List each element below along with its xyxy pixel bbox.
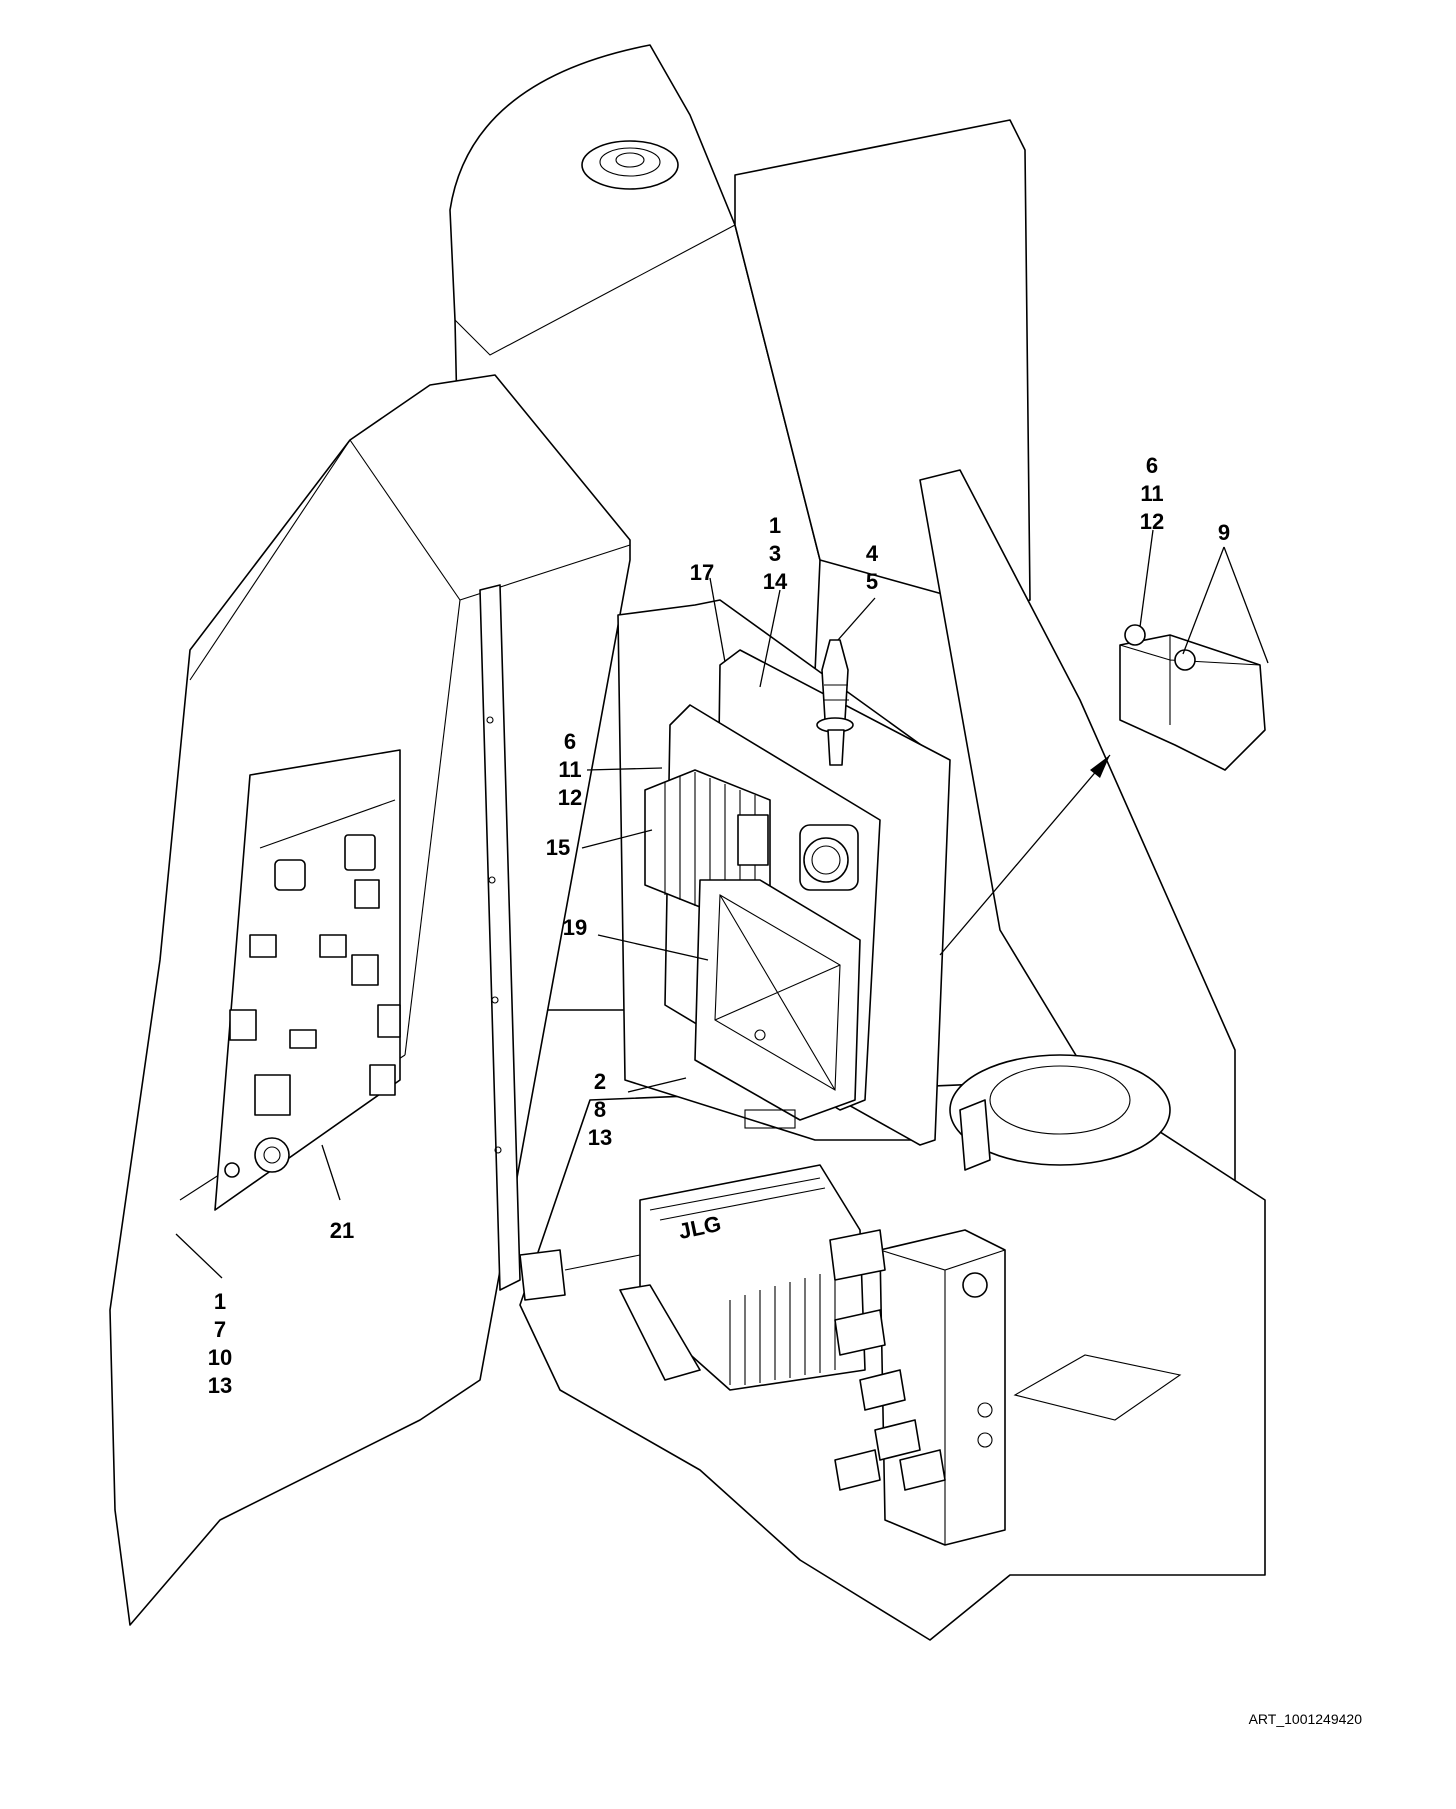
callout-3-top: 3	[769, 541, 781, 566]
callouts: 1 3 14 17 4 5 6 11 12 15 19 2 8 13 21 1 …	[208, 453, 1230, 1398]
callout-2: 2	[594, 1069, 606, 1094]
callout-10: 10	[208, 1345, 232, 1370]
callout-8: 8	[594, 1097, 606, 1122]
hydraulic-manifold	[829, 1099, 1006, 1546]
detail-arrow	[939, 754, 1111, 956]
callout-9: 9	[1218, 520, 1230, 545]
electrical-panel	[214, 749, 401, 1211]
callout-13-lower: 13	[588, 1125, 612, 1150]
callout-21: 21	[330, 1218, 354, 1243]
callout-19: 19	[563, 915, 587, 940]
callout-5: 5	[866, 569, 878, 594]
art-id-label: ART_1001249420	[1249, 1711, 1363, 1727]
top-hatch	[581, 140, 679, 190]
callout-13-bottom: 13	[208, 1373, 232, 1398]
lower-controller	[694, 879, 861, 1129]
callout-12-detail: 12	[1140, 509, 1164, 534]
control-module-assembly	[644, 639, 951, 1146]
leader-lines	[175, 529, 1269, 1279]
callout-4: 4	[866, 541, 879, 566]
callout-6-detail: 6	[1146, 453, 1158, 478]
callout-17: 17	[690, 560, 714, 585]
callout-1-top: 1	[769, 513, 781, 538]
jlg-controller: JLG	[519, 1164, 866, 1391]
callout-11-detail: 11	[1140, 481, 1163, 506]
detail-view	[1119, 624, 1266, 771]
callout-7: 7	[214, 1317, 226, 1342]
lifting-handle	[816, 639, 854, 766]
cable-connector	[519, 1249, 641, 1301]
round-connector	[799, 824, 859, 891]
heatsink-module	[644, 769, 771, 916]
callout-14-top: 14	[763, 569, 788, 594]
hinge-strip	[479, 584, 521, 1291]
callout-6-left: 6	[564, 729, 576, 754]
callout-15: 15	[546, 835, 570, 860]
callout-11-left: 11	[558, 757, 581, 782]
callout-1-bottom: 1	[214, 1289, 226, 1314]
callout-12-left: 12	[558, 785, 582, 810]
